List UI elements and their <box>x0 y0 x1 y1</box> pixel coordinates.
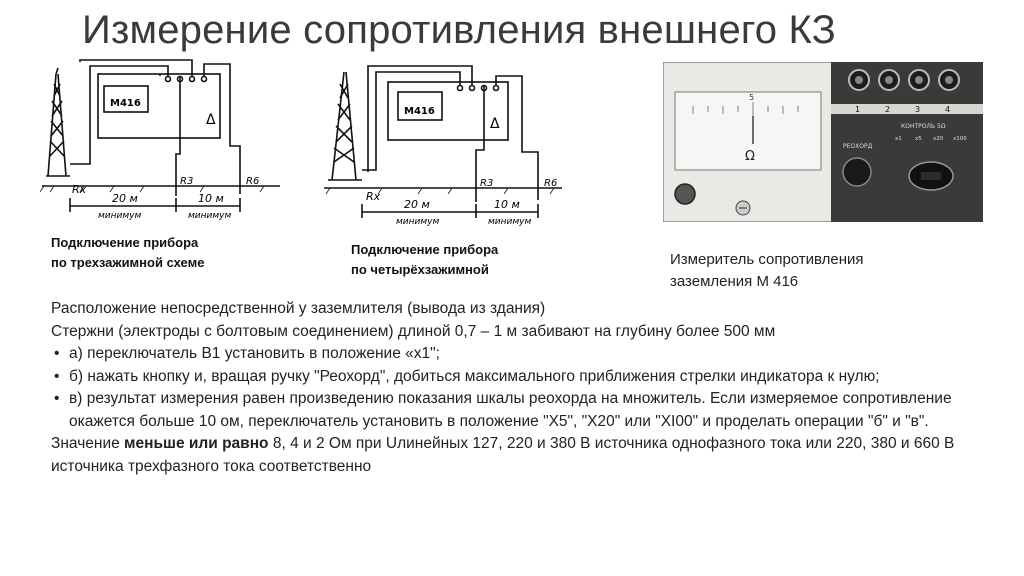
four-clamp-caption: Подключение прибора по четырёхзажимной <box>351 240 498 280</box>
four-clamp-diagram: M416 Δ Rx R3 R6 20 м минимум 10 м миниму… <box>322 62 562 232</box>
multiplier-x20: x20 <box>933 136 944 142</box>
distance-20m: 20 м <box>112 192 138 205</box>
three-clamp-diagram: M416 Δ Rx R3 R6 20 м минимум 10 м миниму… <box>39 46 280 226</box>
label-rx: Rx <box>366 190 381 203</box>
location-paragraph: Расположение непосредственной у заземлит… <box>51 300 546 317</box>
caption-line: по трехзажимной схеме <box>51 255 205 270</box>
scale-value: 5 <box>749 93 754 102</box>
label-rx: Rx <box>72 183 87 196</box>
terminal-label-1: 1 <box>855 105 860 114</box>
multiplier-x1: x1 <box>895 136 902 142</box>
terminal-label-2: 2 <box>885 105 890 114</box>
label-r6: R6 <box>246 176 259 187</box>
electrodes-paragraph: Стержни (электроды с болтовым соединение… <box>51 322 776 340</box>
distance-20m: 20 м <box>404 198 430 211</box>
control-label: КОНТРОЛЬ 5Ω <box>901 123 946 130</box>
multiplier-x100: x100 <box>953 136 967 142</box>
device-model-label: M416 <box>404 106 435 117</box>
body-text: Расположение непосредственной у заземлит… <box>51 298 991 478</box>
device-m416-photo: 1 2 3 4 5 Ω РЕОХОРД КОНТРОЛЬ 5Ω x1 x5 x2… <box>662 61 984 223</box>
values-paragraph: Значение меньше или равно 8, 4 и 2 Ом пр… <box>51 433 991 478</box>
caption-line: Подключение прибора <box>351 242 499 257</box>
values-emphasis: меньше или равно <box>124 435 269 452</box>
label-r3: R3 <box>480 178 493 189</box>
measure-button <box>674 183 696 205</box>
device-model-label: M416 <box>110 98 141 109</box>
distance-10m: 10 м <box>494 198 520 211</box>
distance-10m: 10 м <box>198 192 224 205</box>
steps-list: а) переключатель В1 установить в положен… <box>51 343 991 433</box>
three-clamp-caption: Подключение прибора по трехзажимной схем… <box>51 233 204 273</box>
label-r3: R3 <box>180 176 193 187</box>
multiplier-x5: x5 <box>915 136 922 142</box>
values-prefix: Значение <box>51 435 125 452</box>
delta-symbol: Δ <box>490 116 500 132</box>
slide-title: Измерение сопротивления внешнего КЗ <box>82 8 836 52</box>
reochord-label: РЕОХОРД <box>843 143 873 150</box>
distance-20m-min: минимум <box>98 211 141 221</box>
device-caption: Измеритель сопротивления заземления М 41… <box>670 249 864 293</box>
distance-10m-min: минимум <box>488 217 531 227</box>
scale-unit-ohm: Ω <box>745 149 755 164</box>
reochord-knob <box>842 157 872 187</box>
distance-20m-min: минимум <box>396 217 439 227</box>
caption-line: по четырёхзажимной <box>351 262 489 277</box>
list-item: а) переключатель В1 установить в положен… <box>51 343 991 366</box>
caption-line: заземления М 416 <box>670 273 799 290</box>
distance-10m-min: минимум <box>188 211 231 221</box>
caption-line: Подключение прибора <box>51 235 199 250</box>
delta-symbol: Δ <box>206 112 216 128</box>
terminal-label-4: 4 <box>945 105 950 114</box>
list-item: б) нажать кнопку и, вращая ручку "Реохор… <box>51 366 991 389</box>
terminal-label-3: 3 <box>915 105 920 114</box>
list-item: в) результат измерения равен произведени… <box>51 388 991 433</box>
label-r6: R6 <box>544 178 557 189</box>
caption-line: Измеритель сопротивления <box>670 251 864 268</box>
values-suffix: 8, 4 и 2 Ом при Uлинейных 127, 220 и 380… <box>51 435 955 475</box>
